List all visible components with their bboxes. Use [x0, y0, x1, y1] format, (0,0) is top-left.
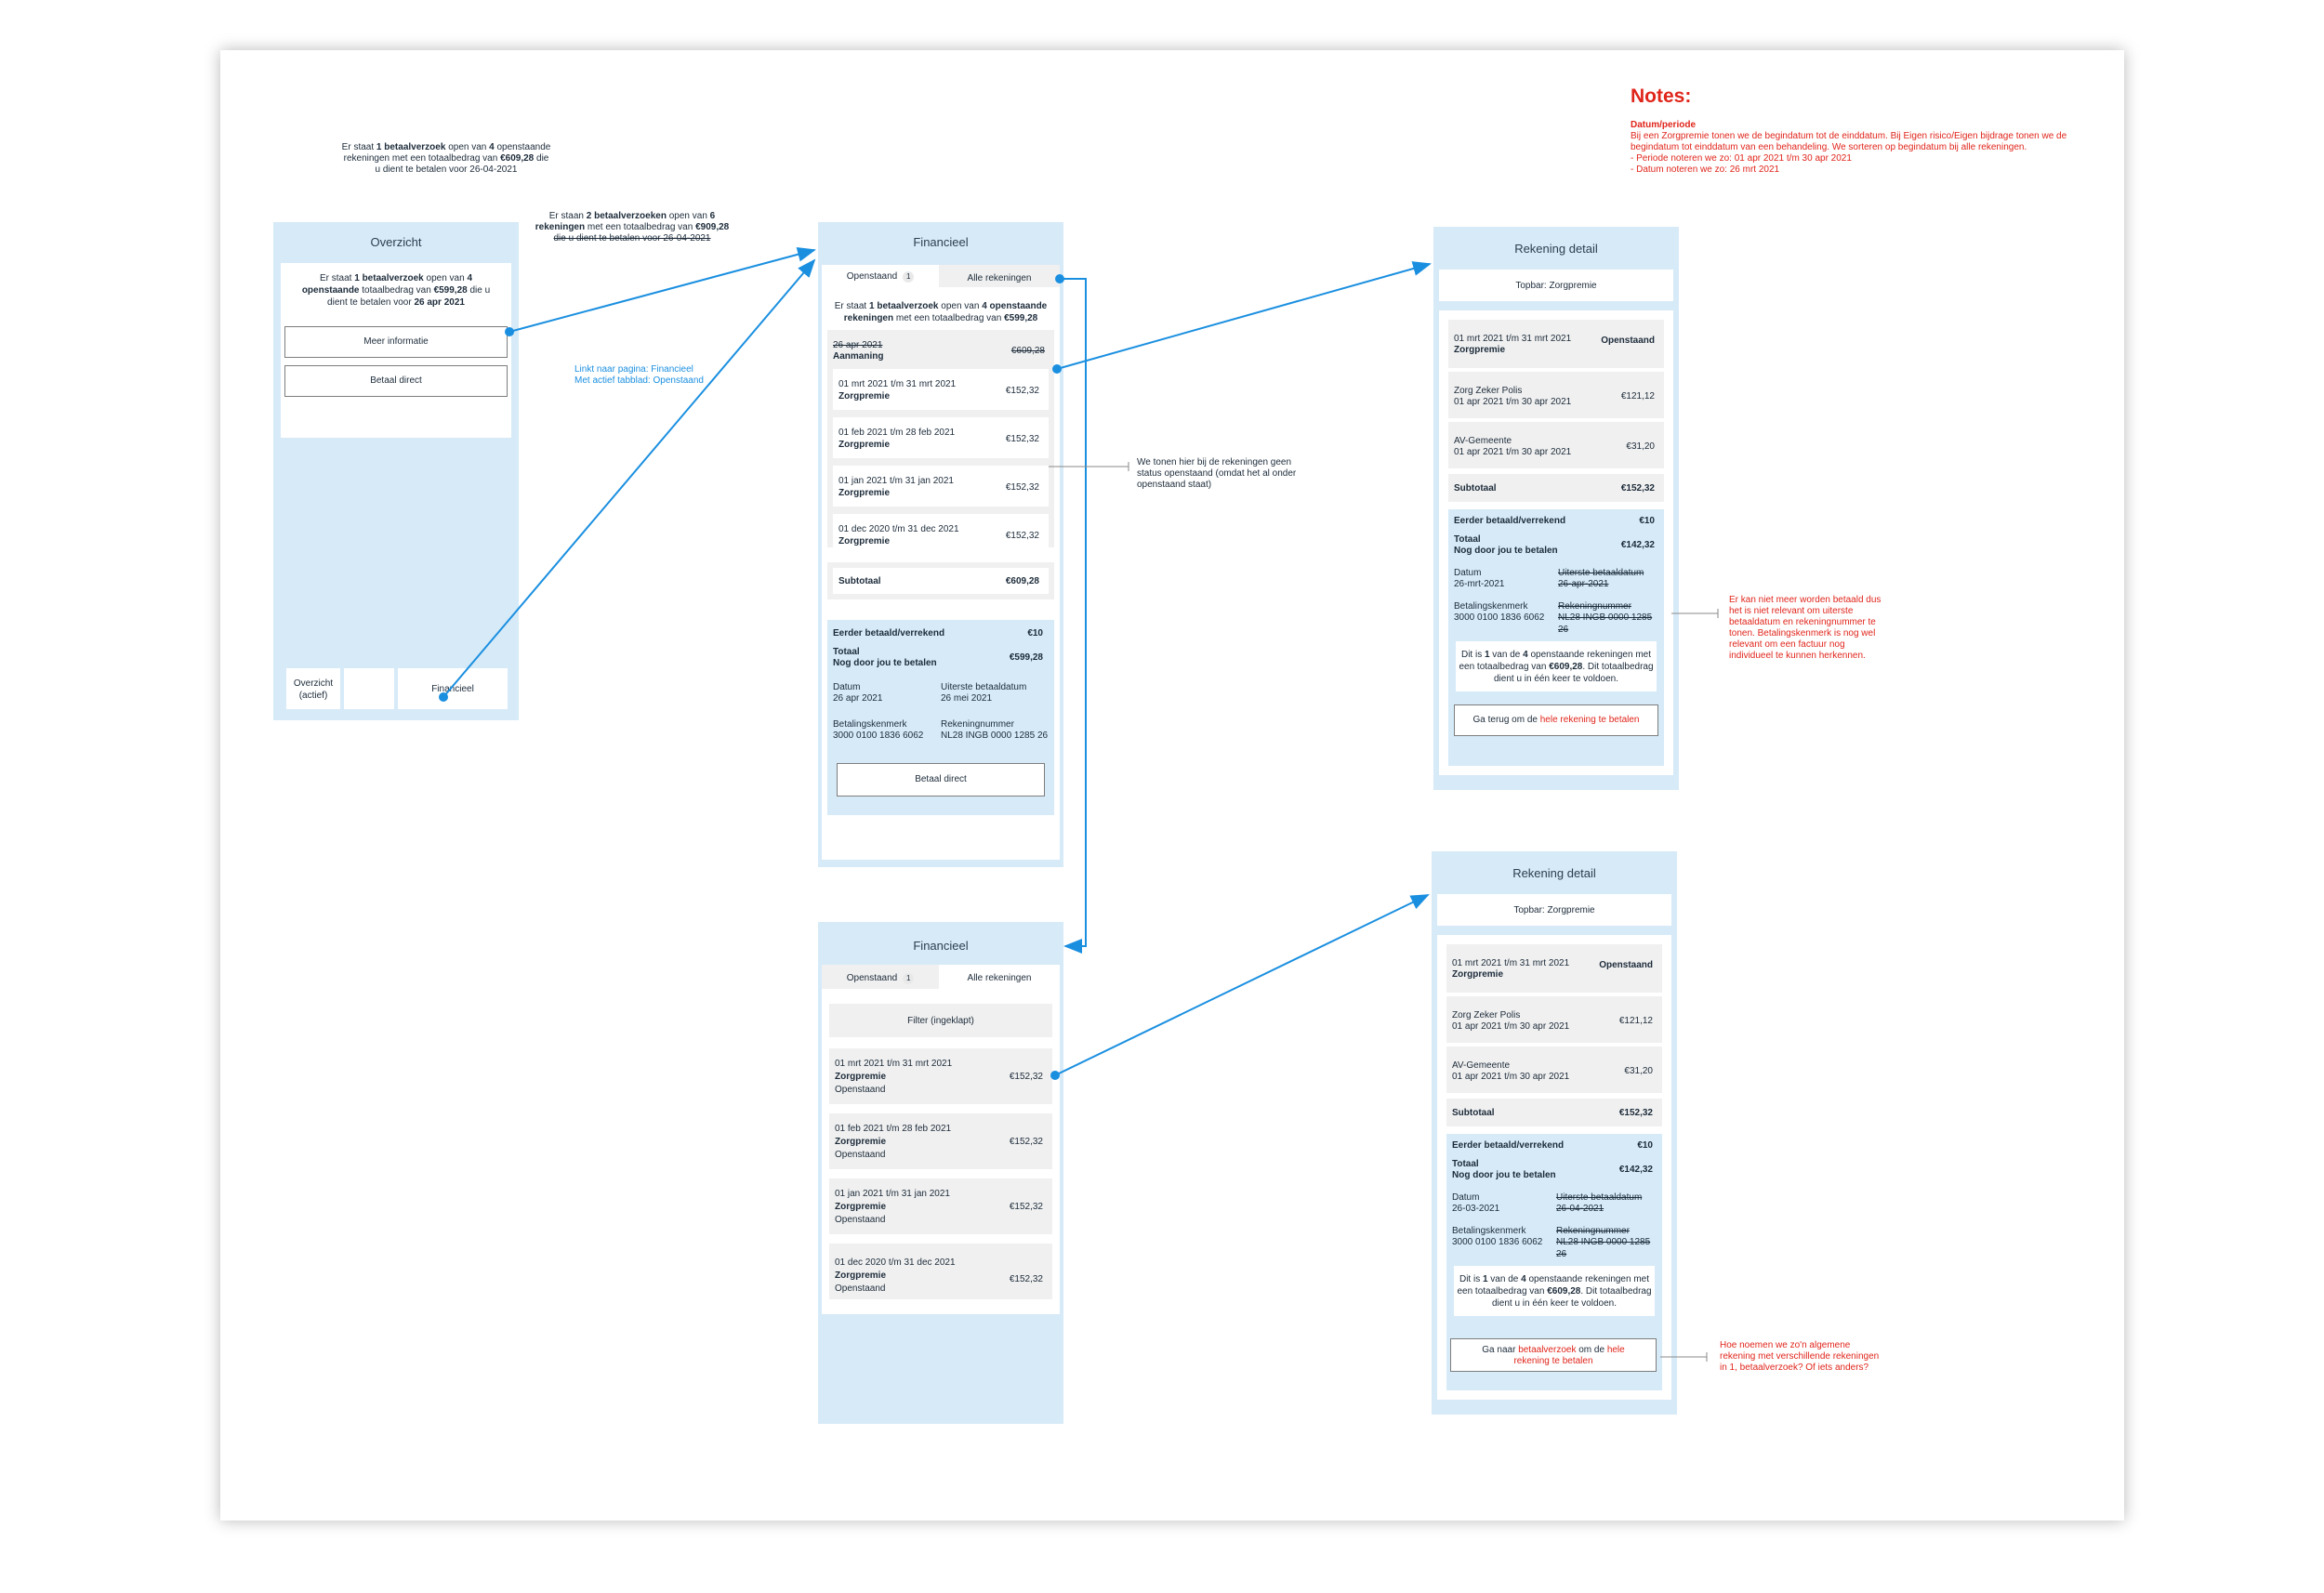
screen-title: Rekening detail [1512, 866, 1596, 880]
connector-dot [1050, 1071, 1060, 1080]
overzicht-screen: Overzicht Er staat 1 betaalverzoek open … [273, 222, 519, 720]
rekening-detail-screen: Rekening detail Topbar: Zorgpremie 01 mr… [1432, 851, 1677, 1415]
connector-dot [439, 692, 448, 702]
notes-heading: Datum/periode [1631, 120, 1697, 130]
annotation-top-mid: Er staan 2 betaalverzoeken open van 6 re… [535, 211, 730, 244]
arrow-overzicht-to-financieel [508, 246, 816, 333]
tab-count-badge: 1 [903, 973, 915, 984]
screen-title: Financieel [913, 235, 969, 249]
annotation-status: We tonen hier bij de rekeningen geen sta… [1137, 457, 1297, 490]
screen-title: Financieel [913, 939, 969, 953]
notes-title: Notes: [1631, 86, 1692, 107]
list-item[interactable]: 01 feb 2021 t/m 28 feb 2021 Zorgpremie €… [833, 417, 1049, 458]
tab-alle-rekeningen[interactable]: Alle rekeningen [967, 273, 1032, 283]
notes-line: - Periode noteren we zo: 01 apr 2021 t/m… [1631, 153, 1852, 164]
tab-bg [822, 965, 939, 989]
tab-bg [939, 265, 1060, 287]
arrow-financieel2-to-detail2 [1054, 894, 1430, 1076]
detail-header: 01 mrt 2021 t/m 31 mrt 2021 Zorgpremie O… [1446, 944, 1662, 993]
nav-item-empty[interactable] [344, 668, 394, 709]
annotation-top-left: Er staat 1 betaalverzoek open van 4 open… [341, 142, 551, 175]
notes-line: begindatum tot einddatum van een behande… [1631, 142, 2027, 152]
notes-line: Bij een Zorgpremie tonen we de begindatu… [1631, 131, 2067, 141]
info-box: Dit is 1 van de 4 openstaande rekeningen… [1456, 641, 1657, 691]
topbar: Topbar: Zorgpremie [1439, 270, 1673, 301]
betaal-direct-button[interactable]: Betaal direct [284, 365, 508, 397]
nav-item-overzicht[interactable]: Overzicht (actief) [286, 668, 340, 709]
betaal-direct-button[interactable]: Betaal direct [837, 763, 1045, 796]
screen-title: Rekening detail [1514, 242, 1598, 256]
arrow-tab-to-alle-rekeningen [1060, 278, 1087, 954]
terug-hele-rekening-button[interactable]: Ga terug om de hele rekening te betalen [1454, 704, 1658, 736]
list-item[interactable]: 01 mrt 2021 t/m 31 mrt 2021 Zorgpremie €… [833, 369, 1049, 410]
tab-count-badge: 1 [903, 271, 915, 283]
info-box: Dit is 1 van de 4 openstaande rekeningen… [1454, 1266, 1655, 1316]
list-item[interactable]: 01 mrt 2021 t/m 31 mrt 2021 Zorgpremie O… [829, 1048, 1052, 1104]
connector-dot [1055, 274, 1064, 283]
overzicht-summary: Er staat 1 betaalverzoek open van 4 open… [301, 273, 491, 308]
detail-item: Zorg Zeker Polis 01 apr 2021 t/m 30 apr … [1446, 996, 1662, 1043]
notes-line: - Datum noteren we zo: 26 mrt 2021 [1631, 165, 1780, 175]
meer-informatie-button[interactable]: Meer informatie [284, 326, 508, 358]
topbar: Topbar: Zorgpremie [1437, 894, 1671, 926]
detail-item: Zorg Zeker Polis 01 apr 2021 t/m 30 apr … [1448, 372, 1664, 418]
canvas-board [220, 50, 2124, 1521]
connector-dot [1052, 364, 1062, 374]
list-item[interactable]: 01 feb 2021 t/m 28 feb 2021 Zorgpremie O… [829, 1113, 1052, 1169]
tab-alle-rekeningen[interactable]: Alle rekeningen [967, 973, 1032, 983]
nav-item-financieel[interactable]: Financieel [398, 668, 508, 709]
rekening-detail-screen: Rekening detail Topbar: Zorgpremie 01 mr… [1433, 227, 1679, 790]
annotation-detail2: Hoe noemen we zo'n algemene rekening met… [1720, 1340, 1880, 1373]
subtotal-row: Subtotaal €152,32 [1448, 474, 1664, 502]
arrow-financieel-to-detail1 [1056, 261, 1432, 370]
detail-item: AV-Gemeente 01 apr 2021 t/m 30 apr 2021 … [1448, 422, 1664, 468]
list-item[interactable]: 01 jan 2021 t/m 31 jan 2021 Zorgpremie €… [833, 466, 1049, 507]
filter-collapsed[interactable]: Filter (ingeklapt) [829, 1004, 1052, 1037]
subtotal-box: Subtotaal €609,28 [833, 568, 1049, 594]
connector-dot [505, 327, 514, 336]
annotation-link: Linkt naar pagina: Financieel Met actief… [574, 364, 704, 386]
arrow-nav-to-financieel [442, 258, 816, 698]
payment-summary: Eerder betaald/verrekend €10 Totaal Nog … [1446, 1134, 1662, 1390]
subtotal-row: Subtotaal €152,32 [1446, 1099, 1662, 1126]
financieel-intro: Er staat 1 betaalverzoek open van 4 open… [834, 301, 1048, 323]
detail-item: AV-Gemeente 01 apr 2021 t/m 30 apr 2021 … [1446, 1047, 1662, 1093]
detail-header: 01 mrt 2021 t/m 31 mrt 2021 Zorgpremie O… [1448, 320, 1664, 368]
list-item[interactable]: 01 jan 2021 t/m 31 jan 2021 Zorgpremie O… [829, 1178, 1052, 1234]
screen-title: Overzicht [370, 235, 422, 249]
payment-summary: Eerder betaald/verrekend €10 Totaal Nog … [1448, 509, 1664, 766]
ga-naar-betaalverzoek-button[interactable]: Ga naar betaalverzoek om de hele rekenin… [1450, 1338, 1657, 1372]
list-item[interactable]: 01 dec 2020 t/m 31 dec 2021 Zorgpremie O… [829, 1244, 1052, 1299]
annotation-detail1: Er kan niet meer worden betaald dus het … [1729, 595, 1882, 661]
list-item[interactable]: 01 dec 2020 t/m 31 dec 2021 Zorgpremie €… [833, 514, 1049, 555]
